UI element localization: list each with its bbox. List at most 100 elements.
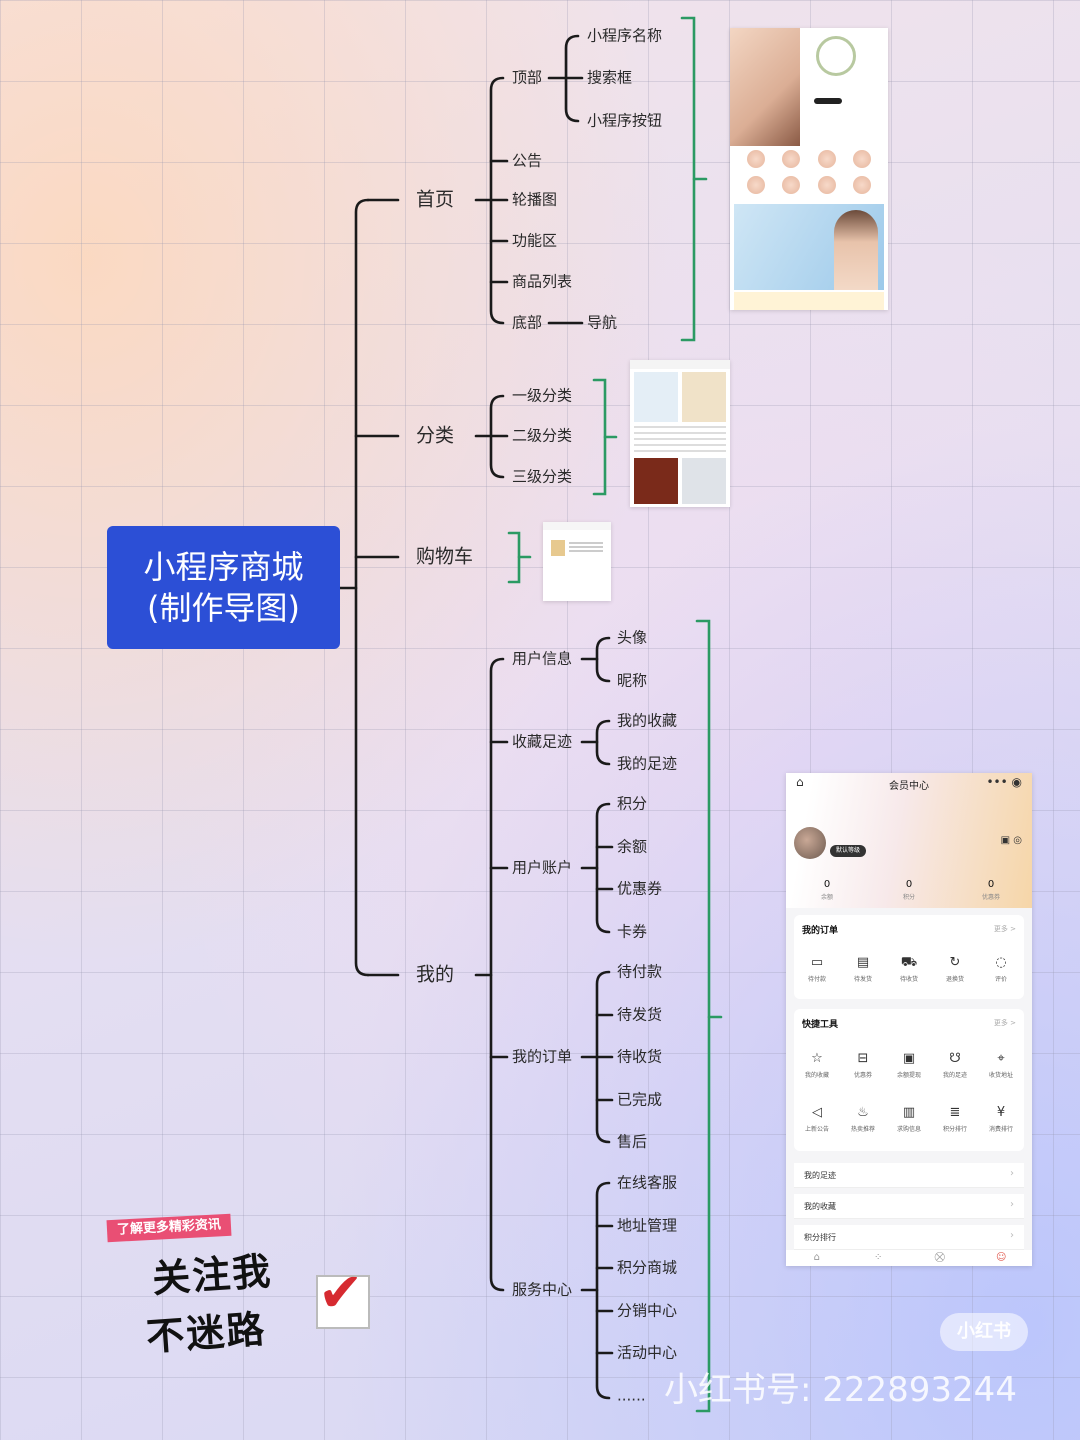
return-icon: ↻ — [949, 955, 961, 970]
box-icon: ▤ — [856, 955, 870, 970]
node-cart: 购物车 — [416, 545, 474, 568]
location-icon: ⌖ — [997, 1051, 1005, 1066]
stat-coupons-value: 0 — [987, 879, 995, 890]
account-stats: 0 余额 0 积分 0 优惠券 — [786, 879, 1032, 901]
tab-category-icon: ⁘ — [874, 1252, 883, 1263]
tool-withdraw-label: 余额提现 — [896, 1072, 921, 1079]
order-review-label: 评价 — [994, 976, 1007, 983]
brand-logo — [816, 36, 856, 76]
member-center-screenshot: ⌂ 会员中心 ••• ◉ 默认等级 ▣ ◎ 0 余额 0 积分 0 优惠券 我的… — [786, 773, 1032, 1266]
megaphone-icon: ◁ — [812, 1105, 822, 1120]
tool-spending-rank: ¥ 消费排行 — [978, 1105, 1024, 1133]
orders-more-link: 更多 > — [993, 925, 1016, 933]
tool-announcements-label: 上新公告 — [804, 1126, 829, 1133]
promo-strip — [734, 292, 884, 310]
cart-page-screenshot — [543, 522, 611, 601]
tool-wanted-label: 求购信息 — [896, 1126, 921, 1133]
tools-card: 快捷工具 更多 > ☆我的收藏 ⊟优惠券 ▣余额提现 ☋我的足迹 ⌖收货地址 ◁… — [794, 1009, 1024, 1151]
comment-icon: ◌ — [995, 955, 1007, 970]
tool-points-rank: ≣ 积分排行 — [932, 1105, 978, 1133]
order-review: ◌ 评价 — [978, 955, 1024, 983]
stat-coupons: 0 优惠券 — [950, 879, 1032, 901]
root-title: 小程序商城 — [143, 547, 304, 586]
star-icon: ☆ — [811, 1051, 823, 1066]
node-home-top: 顶部 — [512, 68, 543, 87]
node-balance: 余额 — [617, 837, 648, 856]
more-options-icon: ••• ◉ — [986, 775, 1022, 789]
node-notice: 公告 — [512, 151, 543, 170]
node-nickname: 昵称 — [617, 671, 648, 690]
member-center-title: 会员中心 — [889, 781, 929, 792]
database-icon: ≣ — [949, 1105, 961, 1120]
level-badge: 默认等级 — [830, 845, 867, 857]
ticket-icon: ⊟ — [857, 1051, 869, 1066]
node-online-service: 在线客服 — [617, 1173, 678, 1192]
node-pending-receipt: 待收货 — [617, 1047, 663, 1066]
node-my-orders: 我的订单 — [512, 1047, 573, 1066]
stat-coupons-label: 优惠券 — [981, 894, 1000, 901]
chevron-right-icon: › — [1010, 1199, 1014, 1210]
node-more-ellipsis: ...... — [617, 1386, 646, 1405]
stat-balance-value: 0 — [823, 879, 831, 890]
order-returns: ↻退换货 — [932, 955, 978, 983]
tool-favorites-label: 我的收藏 — [804, 1072, 829, 1079]
tool-footprints-label: 我的足迹 — [942, 1072, 967, 1079]
tool-spending-rank-label: 消费排行 — [988, 1126, 1013, 1133]
node-points-mall: 积分商城 — [617, 1258, 678, 1277]
node-avatar: 头像 — [617, 628, 648, 647]
node-coupons: 优惠券 — [617, 879, 663, 898]
node-category-level3: 三级分类 — [512, 467, 573, 486]
node-pending-shipment: 待发货 — [617, 1005, 663, 1024]
tool-favorites: ☆ 我的收藏 — [794, 1051, 840, 1079]
stat-points: 0 积分 — [868, 879, 950, 901]
truck-icon: ⛟ — [900, 955, 918, 970]
root-subtitle: (制作导图) — [147, 588, 300, 627]
follow-line-2: 不迷路 — [144, 1306, 268, 1360]
node-distribution-center: 分销中心 — [617, 1301, 678, 1320]
node-function-area: 功能区 — [512, 231, 558, 250]
list-favorites: 我的收藏 › — [794, 1194, 1024, 1219]
follow-line-1: 关注我 — [150, 1248, 274, 1302]
function-icons-grid — [738, 150, 880, 194]
node-user-info: 用户信息 — [512, 649, 573, 668]
brand-button — [814, 98, 842, 104]
wallet-icon: ▭ — [810, 955, 824, 970]
node-category: 分类 — [416, 424, 455, 447]
tools-row-2: ◁ 上新公告 ♨ 热卖推荐 ▥ 求购信息 ≣ 积分排行 ¥ 消费排行 — [794, 1105, 1024, 1133]
node-my-footprints: 我的足迹 — [617, 754, 678, 773]
order-pending-receipt-label: 待收货 — [899, 976, 918, 983]
document-icon: ▥ — [902, 1105, 916, 1120]
footprint-icon: ☋ — [949, 1051, 961, 1066]
tab-user-icon: ☺ — [996, 1252, 1007, 1263]
flame-icon: ♨ — [857, 1105, 869, 1120]
orders-card-title: 我的订单 — [802, 926, 839, 936]
tool-points-rank-label: 积分排行 — [942, 1126, 967, 1133]
root-node: 小程序商城 (制作导图) — [107, 526, 340, 649]
node-category-level1: 一级分类 — [512, 386, 573, 405]
yen-icon: ¥ — [996, 1105, 1006, 1120]
node-address-management: 地址管理 — [617, 1216, 678, 1235]
node-after-sales: 售后 — [617, 1132, 648, 1151]
carousel-banner-image — [734, 204, 884, 290]
checkbox-icon — [316, 1275, 370, 1329]
node-home: 首页 — [416, 188, 455, 211]
bottom-tab-bar: ⌂ ⁘ ⛒ ☺ — [786, 1250, 1032, 1266]
tool-withdraw: ▣余额提现 — [886, 1051, 932, 1079]
tab-cart-icon: ⛒ — [934, 1252, 945, 1263]
order-status-row: ▭待付款 ▤待发货 ⛟待收货 ↻退换货 ◌评价 — [794, 955, 1024, 983]
stat-points-label: 积分 — [902, 894, 915, 901]
qr-code-icon: ▣ ◎ — [1000, 835, 1022, 846]
node-carousel: 轮播图 — [512, 190, 558, 209]
node-favorites: 收藏足迹 — [512, 732, 573, 751]
tool-address: ⌖收货地址 — [978, 1051, 1024, 1079]
orders-card: 我的订单 更多 > ▭待付款 ▤待发货 ⛟待收货 ↻退换货 ◌评价 — [794, 915, 1024, 999]
list-favorites-label: 我的收藏 — [804, 1202, 836, 1211]
tool-hot-picks-label: 热卖推荐 — [850, 1126, 875, 1133]
tab-home-icon: ⌂ — [813, 1252, 820, 1263]
node-home-bottom: 底部 — [512, 313, 543, 332]
node-mine: 我的 — [416, 963, 455, 986]
list-footprints: 我的足迹 › — [794, 1163, 1024, 1188]
node-category-level2: 二级分类 — [512, 426, 573, 445]
checkmark-icon: ✔ — [318, 1261, 364, 1324]
